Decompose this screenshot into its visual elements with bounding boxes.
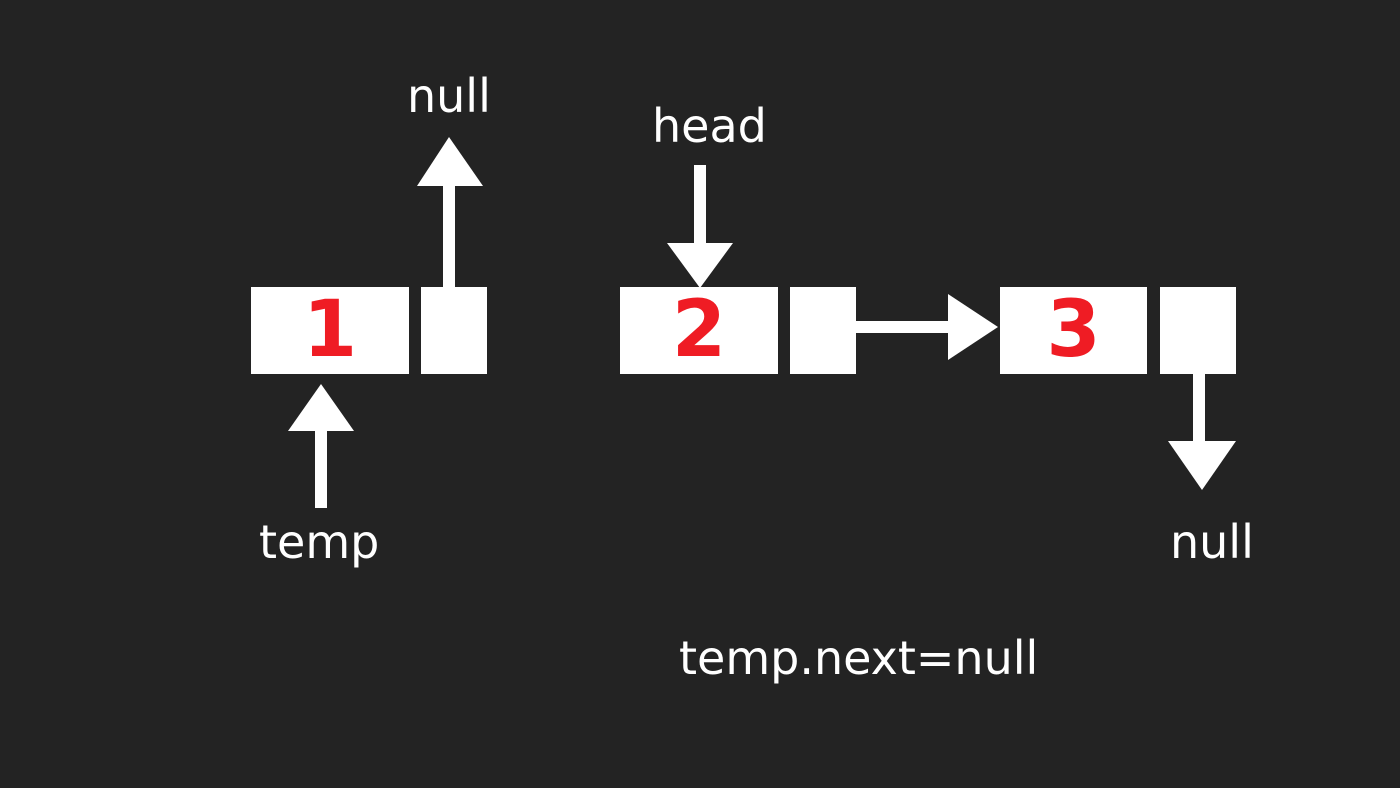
node-3-data-cell xyxy=(1000,287,1147,374)
node-2-next-cell xyxy=(790,287,856,374)
arrow-node3-to-null xyxy=(1168,374,1236,490)
temp-pointer-label: temp xyxy=(259,515,380,569)
node-1-value: 1 xyxy=(302,285,358,375)
arrow-node2-to-node3 xyxy=(856,294,998,360)
arrow-head-to-node2 xyxy=(667,165,733,288)
node-2-value: 2 xyxy=(671,285,727,375)
arrow-node1-to-null xyxy=(417,137,483,287)
caption-text: temp.next=null xyxy=(679,631,1039,685)
node-1-next-cell xyxy=(421,287,487,374)
node-2-data-cell xyxy=(620,287,778,374)
node-3-value: 3 xyxy=(1046,285,1101,375)
arrow-temp-to-node1 xyxy=(288,384,354,508)
null-label-top: null xyxy=(407,69,491,123)
head-pointer-label: head xyxy=(652,99,767,153)
node-1-data-cell xyxy=(251,287,409,374)
node-3-next-cell xyxy=(1160,287,1236,374)
null-label-right: null xyxy=(1170,515,1254,569)
